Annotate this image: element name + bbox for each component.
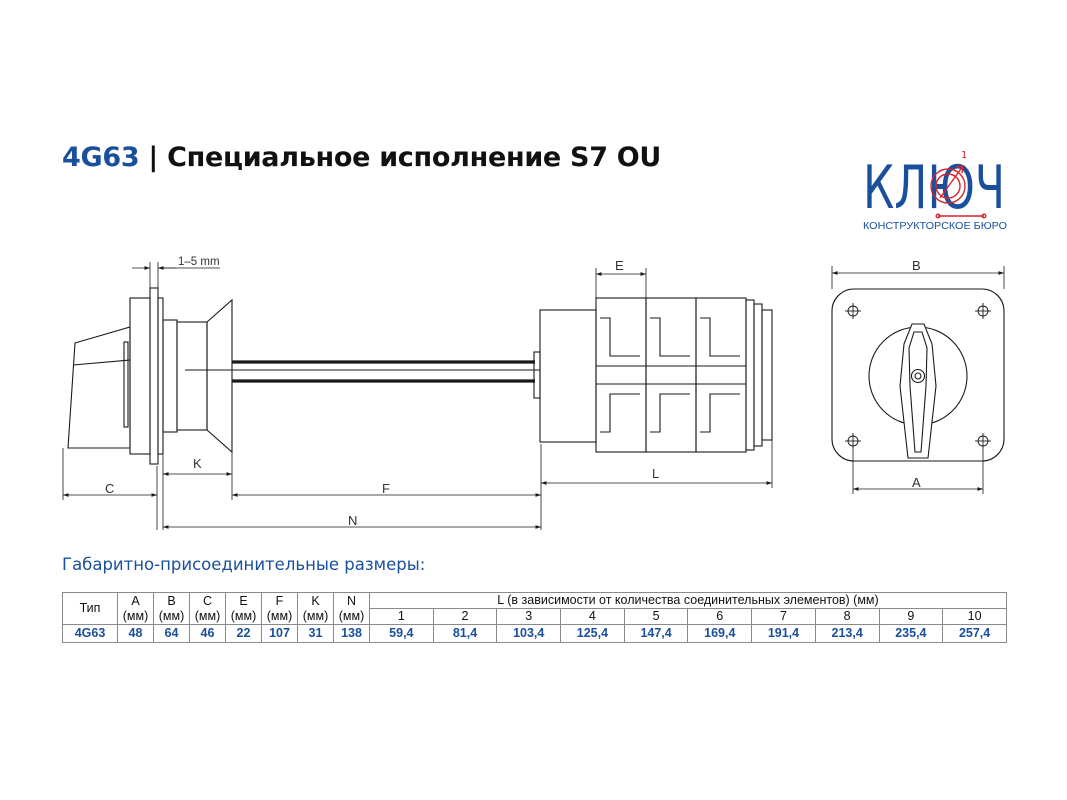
l-cell: 169,4: [687, 624, 753, 643]
contact-stack: [595, 297, 747, 453]
dim-b-label: B: [912, 258, 921, 273]
logo-word: КЛЮЧ: [863, 153, 1005, 223]
type-cell: 4G63: [62, 624, 118, 643]
column-header: F(мм): [261, 592, 298, 625]
logo-superscript: 1: [961, 150, 967, 161]
technical-drawing: 1–5 mm C K F N E L B A: [62, 256, 1005, 530]
dimension-labels: 1–5 mm C K F N E L B A: [105, 256, 921, 528]
column-letter: N: [346, 593, 357, 608]
l-count: 4: [560, 608, 625, 625]
l-count: 7: [751, 608, 816, 625]
l-count: 9: [878, 608, 944, 625]
column-header: E(мм): [225, 592, 262, 625]
column-header: N(мм): [333, 592, 370, 625]
l-count: 8: [814, 608, 880, 625]
column-unit: (мм): [266, 608, 293, 623]
side-view-dimensions: [62, 262, 773, 530]
l-count: 3: [496, 608, 562, 625]
column-unit: (мм): [302, 608, 329, 623]
table-header-row: Тип A(мм) B(мм) C(мм) E(мм) F(мм) K(мм) …: [62, 592, 1007, 625]
l-cell: 257,4: [942, 624, 1007, 643]
l-cell: 235,4: [878, 624, 944, 643]
column-unit: (мм): [122, 608, 149, 623]
dim-n-label: N: [348, 513, 357, 528]
l-cell: 213,4: [814, 624, 880, 643]
l-cell: 147,4: [623, 624, 689, 643]
product-code: 4G63: [62, 142, 140, 173]
front-view-dimensions: [831, 266, 1005, 494]
table-heading: Габаритно-присоединительные размеры:: [62, 555, 426, 574]
column-letter: B: [167, 593, 176, 608]
l-cell: 81,4: [432, 624, 498, 643]
column-unit: (мм): [194, 608, 221, 623]
logo-key-mark: [930, 165, 987, 219]
dim-l-label: L: [652, 466, 659, 481]
dim-cell: 46: [189, 624, 226, 643]
l-cell: 59,4: [369, 624, 434, 643]
page-title: 4G63 | Специальное исполнение S7 OU: [62, 142, 661, 173]
l-cell: 103,4: [496, 624, 562, 643]
l-header: L (в зависимости от количества соедините…: [369, 592, 1007, 609]
front-plate-square: [831, 288, 1005, 462]
gap-label: 1–5 mm: [178, 256, 220, 268]
column-letter: C: [202, 593, 213, 608]
column-letter: A: [131, 593, 140, 608]
column-letter: E: [239, 593, 248, 608]
title-text: Специальное исполнение S7 OU: [167, 142, 662, 173]
dim-cell: 64: [153, 624, 190, 643]
column-header: K(мм): [297, 592, 334, 625]
front-view: [831, 288, 1005, 462]
l-count: 2: [432, 608, 498, 625]
dim-cell: 22: [225, 624, 262, 643]
l-count: 10: [942, 608, 1007, 625]
dim-c-label: C: [105, 481, 114, 496]
column-header: B(мм): [153, 592, 190, 625]
l-cell: 191,4: [751, 624, 816, 643]
logo-subtitle: КОНСТРУКТОРСКОЕ БЮРО: [863, 220, 1007, 232]
table-row: 4G63 48 64 46 22 107 31 138 59,4 81,4 10…: [62, 624, 1007, 643]
dim-e-label: E: [615, 258, 624, 273]
column-letter: F: [275, 593, 284, 608]
l-count: 5: [623, 608, 689, 625]
side-view: [67, 287, 773, 465]
company-logo: КЛЮЧ 1 КОНСТРУКТОРСКОЕ БЮРО: [863, 150, 1007, 232]
l-cell: 125,4: [560, 624, 625, 643]
l-count: 1: [369, 608, 434, 625]
title-separator: |: [139, 142, 168, 173]
dim-a-label: A: [912, 475, 921, 490]
column-unit: (мм): [230, 608, 257, 623]
switch-body: [539, 309, 597, 443]
dim-k-label: K: [193, 456, 202, 471]
dim-cell: 107: [261, 624, 298, 643]
handle-knob: [67, 326, 131, 449]
dim-cell: 48: [117, 624, 154, 643]
column-letter: K: [311, 593, 320, 608]
rotary-handle: [899, 323, 937, 459]
dim-cell: 31: [297, 624, 334, 643]
mounting-holes: [845, 303, 991, 449]
dim-cell: 138: [333, 624, 370, 643]
dimensions-table: Тип A(мм) B(мм) C(мм) E(мм) F(мм) K(мм) …: [62, 592, 1007, 643]
column-header: A(мм): [117, 592, 154, 625]
column-unit: (мм): [338, 608, 365, 623]
front-plate: [129, 297, 151, 455]
type-header: Тип: [62, 592, 118, 625]
column-header: C(мм): [189, 592, 226, 625]
dim-f-label: F: [382, 481, 390, 496]
l-count: 6: [687, 608, 753, 625]
column-unit: (мм): [158, 608, 185, 623]
